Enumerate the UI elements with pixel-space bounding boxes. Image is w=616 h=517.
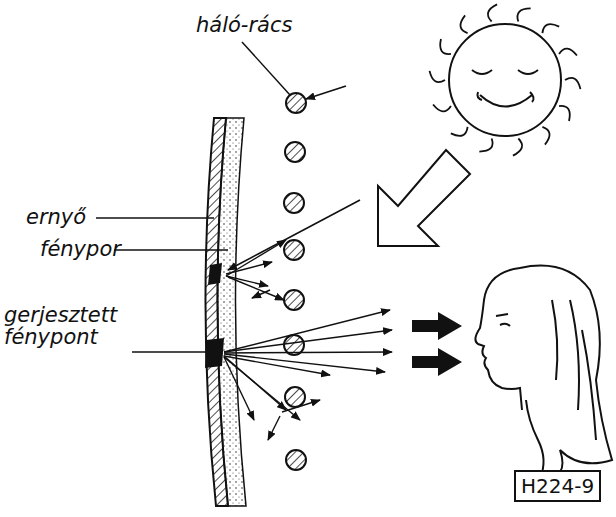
excited-spot-label: gerjesztett fénypont [4,304,134,348]
sun-ray [440,39,451,54]
sun-ray [433,105,451,112]
sun-ray [559,49,577,56]
sun-ray [488,4,497,21]
sun-ray [451,127,468,136]
sun-ray [517,8,530,21]
phosphor-label: fénypor [40,238,121,260]
figure-id-box: H224-9 [514,470,601,502]
sun-ray [479,138,492,151]
sun-ray [542,127,549,145]
sun-ray [430,71,445,82]
sun-ray [542,24,559,33]
sun-ray [559,106,570,121]
mesh-grid-label: háló-rács [196,14,292,36]
sun-ray [460,15,467,33]
sun-ray [513,138,522,155]
sun-ray [565,78,580,89]
figure-id: H224-9 [516,472,599,500]
screen-label: ernyő [26,206,86,228]
